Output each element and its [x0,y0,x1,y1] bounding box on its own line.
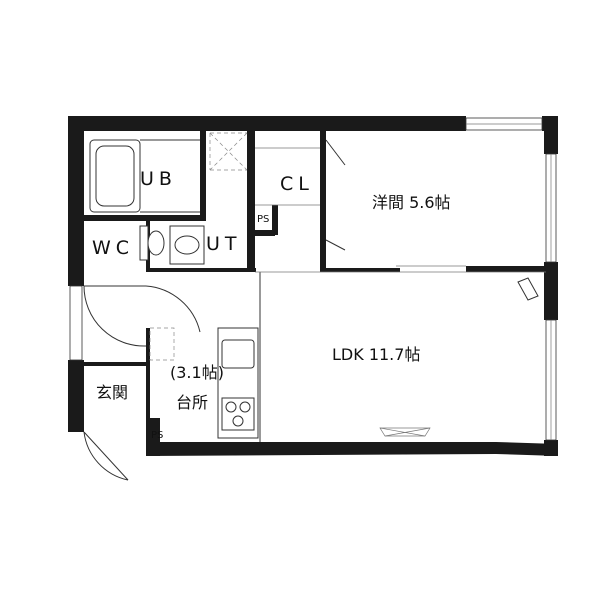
interior-walls [84,131,546,448]
wc-door-swing [83,285,147,347]
label-ldk: LDK 11.7帖 [332,345,420,364]
toilet-tank [139,225,149,261]
left-wall-lower [68,360,84,432]
entrance-door-swing [83,431,129,481]
ut-door-swing [145,285,201,333]
label-ps-lower: PS [151,430,163,441]
stove [221,397,255,431]
right-wall-upper [544,116,558,154]
entrance-wall [68,418,84,432]
right-wall-mid [544,262,558,320]
toilet-bowl [147,230,165,256]
windows [69,117,557,441]
fridge-space [149,327,175,361]
detail-lines [84,132,546,442]
label-cl: CL [280,173,314,195]
label-ut: UT [206,233,242,255]
label-ub: UB [140,168,177,190]
label-kitchen: 台所 [176,393,208,412]
doors [83,265,466,481]
label-entrance: 玄関 [96,383,128,402]
label-ps-upper: PS [257,214,269,225]
kitchen-sink [221,339,255,369]
bottom-wall [146,442,558,456]
fixtures [89,139,539,439]
room-labels: UB CL 洋間 5.6帖 PS WC UT LDK 11.7帖 (3.1帖) … [92,168,451,441]
left-wall-upper [68,116,84,286]
left-window [69,285,83,361]
label-wc: WC [92,237,134,259]
ventilation [517,277,539,301]
top-wall-left [68,116,466,131]
label-kitchen-size: (3.1帖) [170,363,224,382]
label-western-room: 洋間 5.6帖 [372,193,451,212]
